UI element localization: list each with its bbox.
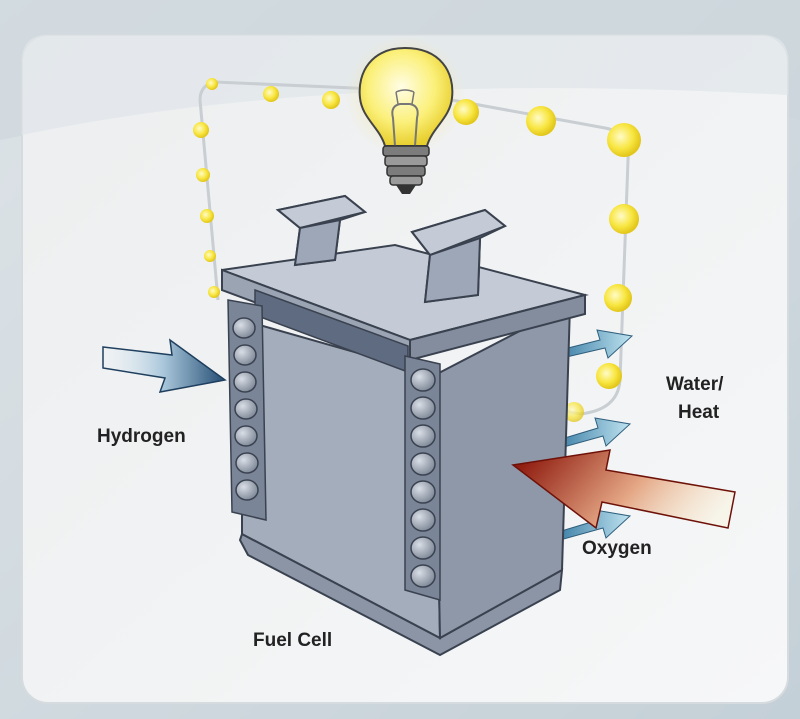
left-terminal — [275, 194, 368, 267]
electron-dot-icon — [453, 99, 479, 125]
electron-dot-icon — [206, 78, 218, 90]
hydrogen-arrow-icon — [102, 338, 227, 393]
electron-dot-icon — [196, 168, 210, 182]
water-heat-label-line1: Water/ — [666, 374, 724, 395]
electron-dot-icon — [204, 250, 216, 262]
electron-dot-icon — [604, 284, 632, 312]
oxygen-label: Oxygen — [582, 538, 652, 559]
right-terminal — [410, 208, 507, 304]
right-bolts — [410, 368, 436, 588]
electron-dot-icon — [596, 363, 622, 389]
electron-dot-icon — [263, 86, 279, 102]
light-bulb-icon — [345, 35, 465, 194]
electron-dot-icon — [564, 402, 584, 422]
fuel-cell — [221, 194, 589, 657]
fuel-cell-label: Fuel Cell — [253, 630, 332, 651]
electron-dot-icon — [609, 204, 639, 234]
electron-dot-icon — [607, 123, 641, 157]
electron-dot-icon — [526, 106, 556, 136]
electron-dot-icon — [200, 209, 214, 223]
electron-dot-icon — [322, 91, 340, 109]
oxygen-arrow-icon — [511, 449, 736, 530]
electron-dot-icon — [208, 286, 220, 298]
water-heat-label-line2: Heat — [678, 402, 720, 423]
electron-dot-icon — [193, 122, 209, 138]
hydrogen-label: Hydrogen — [97, 426, 186, 447]
left-bolts — [232, 317, 259, 501]
